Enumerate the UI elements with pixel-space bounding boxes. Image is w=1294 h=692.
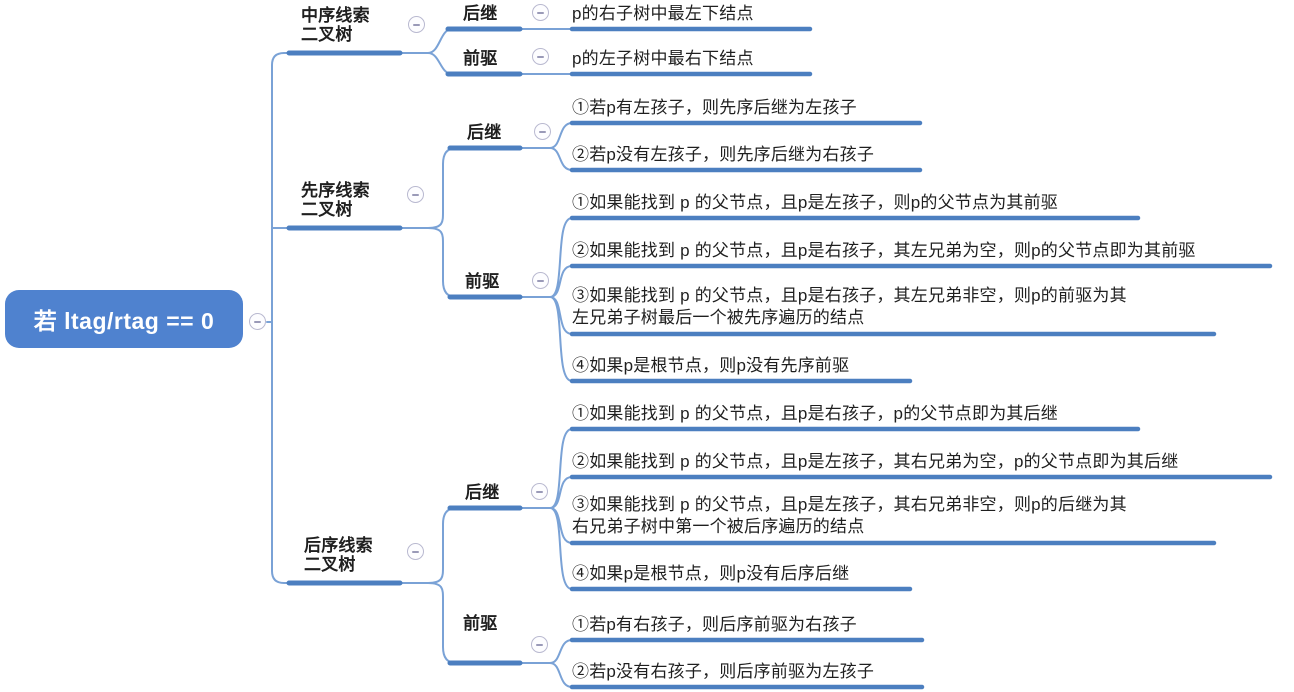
- postorder-predecessor-node[interactable]: 前驱: [463, 614, 498, 633]
- preorder-predecessor-fan: [549, 217, 573, 382]
- leaf-node[interactable]: ③如果能找到 p 的父节点，且p是左孩子，其右兄弟非空，则p的后继为其 右兄弟子…: [572, 495, 1127, 536]
- inorder-predecessor-node[interactable]: 前驱: [463, 49, 498, 68]
- collapse-button-inorder-predecessor[interactable]: [532, 48, 549, 65]
- leaf-node[interactable]: p的左子树中最右下结点: [572, 49, 754, 68]
- collapse-button-inorder-successor[interactable]: [532, 4, 549, 21]
- preorder-predecessor-node[interactable]: 前驱: [465, 272, 500, 291]
- leaf-node[interactable]: ①若p有右孩子，则后序前驱为右孩子: [572, 615, 857, 634]
- collapse-button-inorder[interactable]: [408, 16, 425, 33]
- child-node-underlines: [445, 26, 523, 666]
- branch-inorder-node[interactable]: 中序线索 二叉树: [301, 6, 370, 44]
- leaf-node[interactable]: ①若p有左孩子，则先序后继为左孩子: [572, 98, 857, 117]
- leaf-node[interactable]: p的右子树中最左下结点: [572, 4, 754, 23]
- postorder-successor-node[interactable]: 后继: [465, 483, 500, 502]
- leaf-node[interactable]: ②若p没有右孩子，则后序前驱为左孩子: [572, 662, 875, 681]
- leaf-node[interactable]: ③如果能找到 p 的父节点，且p是右孩子，其左兄弟非空，则p的前驱为其 左兄弟子…: [572, 286, 1127, 327]
- leaf-node[interactable]: ②如果能找到 p 的父节点，且p是左孩子，其右兄弟为空，p的父节点即为其后继: [572, 452, 1179, 471]
- leaf-node[interactable]: ②如果能找到 p 的父节点，且p是右孩子，其左兄弟为空，则p的父节点即为其前驱: [572, 241, 1196, 260]
- trunk-line: [266, 52, 431, 584]
- minus-icon: [412, 193, 419, 196]
- preorder-successor-fan: [549, 122, 573, 171]
- root-node[interactable]: 若 ltag/rtag == 0: [5, 290, 243, 348]
- minus-icon: [536, 490, 543, 493]
- preorder-successor-node[interactable]: 后继: [467, 123, 502, 142]
- leaf-node[interactable]: ②若p没有左孩子，则先序后继为右孩子: [572, 145, 875, 164]
- minus-icon: [539, 130, 546, 133]
- collapse-button-preorder-successor[interactable]: [534, 123, 551, 140]
- minus-icon: [537, 55, 544, 58]
- minus-icon: [412, 550, 419, 553]
- collapse-button-preorder[interactable]: [407, 186, 424, 203]
- minus-icon: [254, 320, 261, 323]
- leaf-node[interactable]: ①如果能找到 p 的父节点，且p是右孩子，p的父节点即为其后继: [572, 404, 1059, 423]
- postorder-successor-fan: [549, 428, 573, 590]
- leaf-node[interactable]: ④如果p是根节点，则p没有先序前驱: [572, 356, 850, 375]
- collapse-button-root[interactable]: [249, 313, 266, 330]
- leaf-node[interactable]: ①如果能找到 p 的父节点，且p是左孩子，则p的父节点为其前驱: [572, 193, 1059, 212]
- branch-preorder-node[interactable]: 先序线索 二叉树: [301, 181, 370, 219]
- branch-node-underlines: [286, 50, 403, 586]
- branch-postorder-node[interactable]: 后序线索 二叉树: [304, 536, 373, 574]
- collapse-button-preorder-predecessor[interactable]: [532, 272, 549, 289]
- postorder-predecessor-fan: [549, 639, 573, 688]
- minus-icon: [413, 23, 420, 26]
- collapse-button-postorder-predecessor[interactable]: [531, 636, 548, 653]
- minus-icon: [537, 11, 544, 14]
- inorder-successor-node[interactable]: 后继: [463, 4, 498, 23]
- collapse-button-postorder[interactable]: [407, 543, 424, 560]
- minus-icon: [536, 643, 543, 646]
- leaf-node[interactable]: ④如果p是根节点，则p没有后序后继: [572, 564, 850, 583]
- collapse-button-postorder-successor[interactable]: [531, 483, 548, 500]
- inorder-fork-lines: [427, 28, 575, 75]
- minus-icon: [537, 279, 544, 282]
- leaf-node-underlines: [569, 26, 1273, 690]
